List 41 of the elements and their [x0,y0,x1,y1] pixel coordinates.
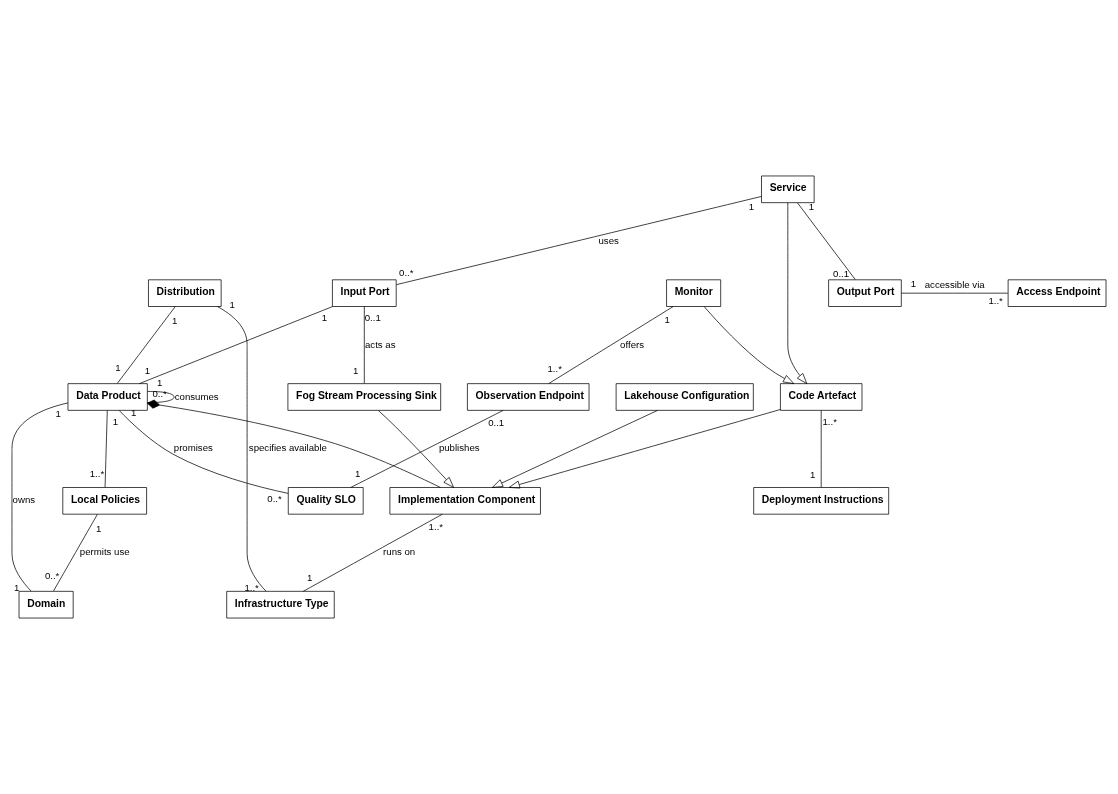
label: 1 [171,315,178,327]
label: 1 [321,312,328,324]
label: 0..1 [488,416,505,428]
label: 1 [353,364,359,376]
label: 0..1 [364,312,381,324]
edge-label: specifies available [248,442,327,454]
edge-label: uses [598,234,619,246]
label: 1 [14,581,20,593]
label: 1 [112,416,119,428]
edge-label: runs on [383,546,416,558]
label: 0..* [152,387,167,399]
label: 0..* [399,267,414,279]
label: 1..* [547,363,562,375]
edge-label: offers [620,338,645,350]
label: 1 [355,467,361,479]
label: 0..* [44,569,60,581]
label: 1 [115,362,121,374]
edge-label: owns [12,494,36,506]
label: 1 [307,571,313,583]
edge-label: acts as [365,338,396,350]
label: 1..* [428,521,444,533]
label: 1 [144,364,151,376]
edge-label: publishes [438,442,480,454]
label: 1 [910,278,917,290]
label: 1 [157,376,163,388]
edge-label: accessible via [924,279,985,291]
label: 0..1 [833,268,850,280]
label: 1 [55,407,61,419]
label: 1 [664,313,670,325]
label: 1 [810,468,816,480]
label: 0..* [267,492,282,504]
label: 1..* [988,295,1003,307]
edge-label: promises [173,442,213,454]
label: 1 [748,201,755,213]
label: 1..* [89,468,105,480]
label: 1 [96,522,102,534]
label: 1 [229,298,235,310]
edge-label: permits use [79,546,130,558]
label: 1..* [244,581,259,593]
edge-label: consumes [174,390,219,402]
label: 1..* [822,416,837,428]
